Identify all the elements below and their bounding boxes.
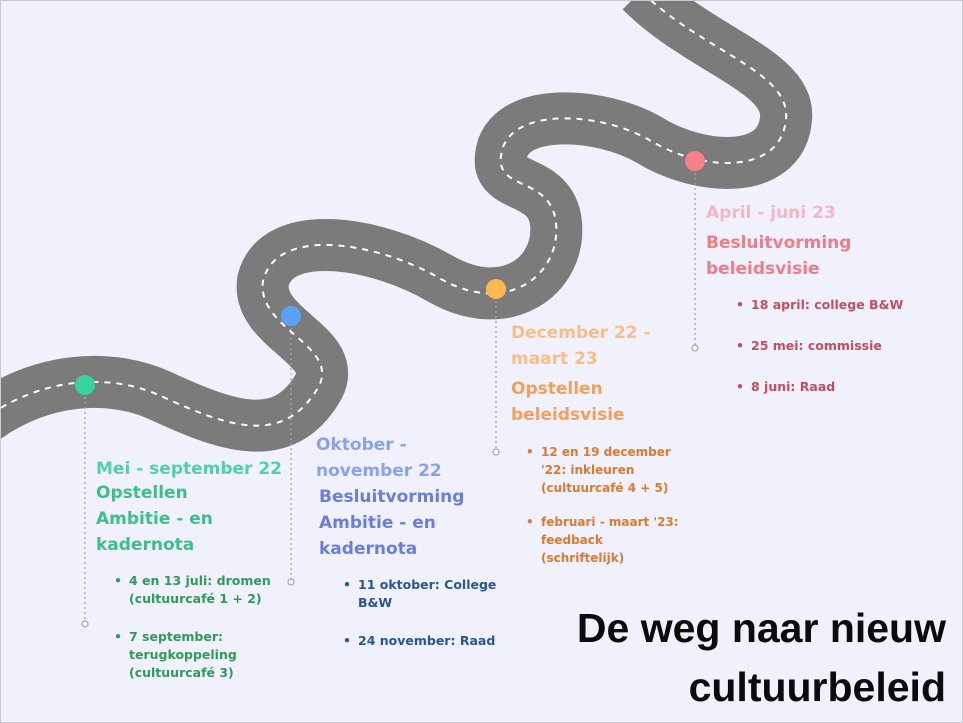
milestone-item: 7 september: terugkoppeling (cultuurcafé… xyxy=(113,628,283,682)
leader-end-2 xyxy=(287,578,295,586)
milestone-items: 4 en 13 juli: dromen (cultuurcafé 1 + 2)… xyxy=(113,572,283,682)
milestone-item: 8 juni: Raad xyxy=(735,378,935,396)
leader-end-3 xyxy=(492,448,500,456)
milestone-title: Besluitvorming Ambitie - en kadernota xyxy=(319,487,465,559)
milestone-title: Opstellen beleidsvisie xyxy=(511,379,625,425)
page-title: De weg naar nieuw cultuurbeleid xyxy=(486,599,946,717)
milestone-marker-2 xyxy=(281,306,301,326)
milestone-marker-3 xyxy=(486,279,506,299)
milestone-marker-4 xyxy=(685,151,705,171)
milestone-4: April - juni 23 Besluitvorming beleidsvi… xyxy=(706,200,935,419)
milestone-period: Oktober - november 22 xyxy=(316,435,442,481)
leader-end-4 xyxy=(691,344,699,352)
road xyxy=(1,1,813,452)
milestone-period: Mei - september 22 xyxy=(96,459,283,479)
milestone-1: Mei - september 22 Opstellen Ambitie - e… xyxy=(96,456,283,702)
milestone-items: 11 oktober: College B&W 24 november: Raa… xyxy=(342,576,502,650)
milestone-item: 18 april: college B&W xyxy=(735,296,935,314)
page-title-line-2: cultuurbeleid xyxy=(688,664,946,710)
leader-end-1 xyxy=(81,620,89,628)
milestone-2: Oktober - november 22 Besluitvorming Amb… xyxy=(316,432,502,670)
milestone-item: 24 november: Raad xyxy=(342,632,502,650)
milestone-title: Besluitvorming beleidsvisie xyxy=(706,233,852,279)
milestone-period: December 22 - maart 23 xyxy=(511,323,651,369)
milestone-item: 12 en 19 december '22: inkleuren (cultuu… xyxy=(525,443,685,497)
milestone-title: Opstellen Ambitie - en kadernota xyxy=(96,483,213,555)
milestone-3: December 22 - maart 23 Opstellen beleids… xyxy=(511,320,685,583)
milestone-marker-1 xyxy=(75,375,95,395)
milestone-period: April - juni 23 xyxy=(706,203,836,223)
milestone-items: 12 en 19 december '22: inkleuren (cultuu… xyxy=(525,443,685,567)
milestone-item: februari - maart '23: feedback (schrifte… xyxy=(525,513,685,567)
milestone-item: 25 mei: commissie xyxy=(735,337,935,355)
milestone-item: 4 en 13 juli: dromen (cultuurcafé 1 + 2) xyxy=(113,572,283,608)
milestone-item: 11 oktober: College B&W xyxy=(342,576,502,612)
page-title-line-1: De weg naar nieuw xyxy=(576,605,946,651)
milestone-items: 18 april: college B&W 25 mei: commissie … xyxy=(735,296,935,396)
